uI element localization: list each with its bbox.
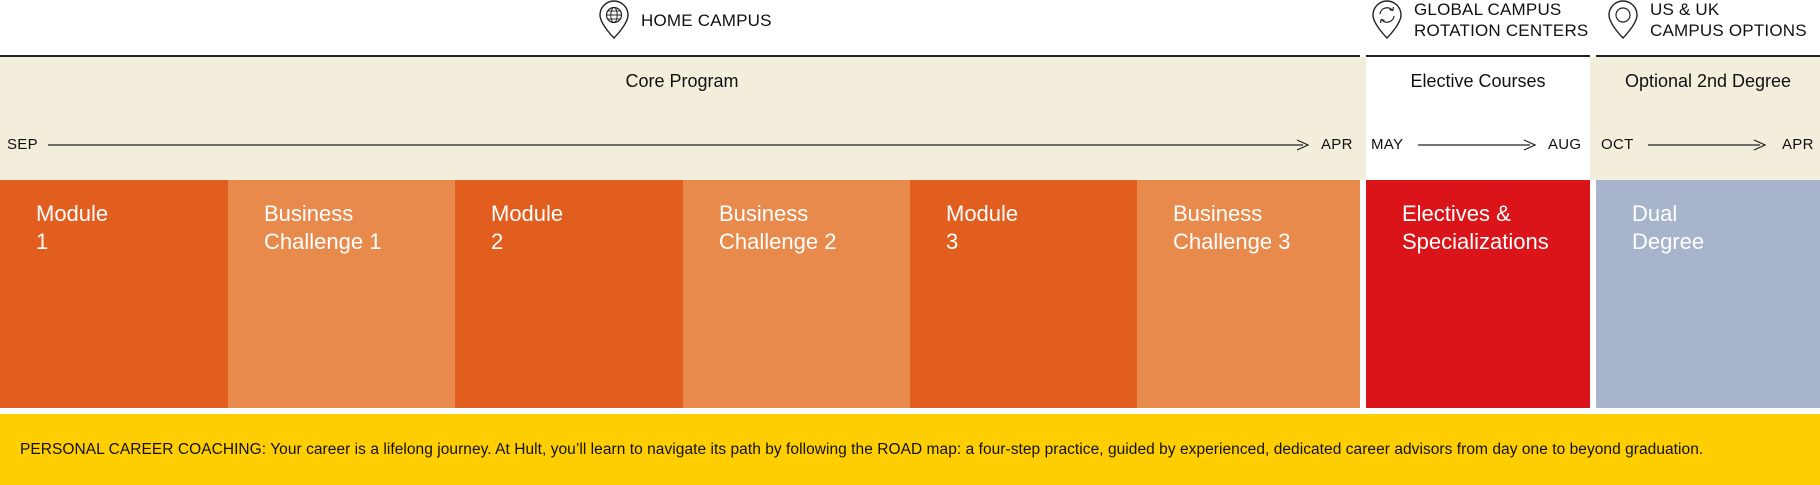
global-campus-text: GLOBAL CAMPUS ROTATION CENTERS: [1414, 0, 1588, 41]
home-campus-label: HOME CAMPUS: [597, 0, 772, 40]
optional-end-month: APR: [1782, 136, 1814, 153]
us-uk-campus-line2: CAMPUS OPTIONS: [1650, 21, 1807, 40]
core-divider-line: [0, 55, 1360, 57]
module-2-block: Module 2: [455, 180, 683, 408]
career-coaching-text: PERSONAL CAREER COACHING: Your career is…: [20, 440, 1704, 458]
core-program-title: Core Program: [625, 71, 739, 91]
global-campus-line1: GLOBAL CAMPUS: [1414, 0, 1562, 19]
optional-degree-band: [1596, 57, 1820, 180]
us-uk-campus-line1: US & UK: [1650, 0, 1720, 19]
business-challenge-1-line1: Business: [264, 201, 354, 226]
core-program-band: [0, 57, 1360, 180]
business-challenge-3-line2: Challenge 3: [1173, 229, 1291, 254]
module-1-line2: 1: [36, 229, 49, 254]
home-campus-line1: HOME CAMPUS: [641, 10, 772, 30]
electives-line1: Electives &: [1402, 201, 1511, 226]
location-pin-icon: [1608, 0, 1638, 39]
module-1-line1: Module: [36, 201, 109, 226]
us-uk-campus-text: US & UK CAMPUS OPTIONS: [1650, 0, 1807, 41]
module-3-line2: 3: [946, 229, 959, 254]
elective-courses-title: Elective Courses: [1410, 71, 1546, 91]
optional-divider-line: [1596, 55, 1820, 57]
business-challenge-3-line1: Business: [1173, 201, 1263, 226]
core-end-month: APR: [1321, 136, 1353, 153]
module-2-line2: 2: [491, 229, 504, 254]
business-challenge-1-line2: Challenge 1: [264, 229, 382, 254]
optional-degree-title: Optional 2nd Degree: [1624, 71, 1792, 91]
business-challenge-3-block: Business Challenge 3: [1137, 180, 1360, 408]
elective-timeline-arrow: [1418, 139, 1536, 151]
elective-courses-panel: [1366, 57, 1590, 180]
home-campus-text: HOME CAMPUS: [641, 10, 772, 31]
core-start-month: SEP: [7, 136, 38, 153]
electives-specializations-block: Electives & Specializations: [1366, 180, 1590, 408]
business-challenge-1-block: Business Challenge 1: [228, 180, 455, 408]
optional-timeline-arrow: [1648, 139, 1766, 151]
module-1-block: Module 1: [0, 180, 228, 408]
global-campus-line2: ROTATION CENTERS: [1414, 21, 1589, 40]
dual-degree-line2: Degree: [1632, 229, 1705, 254]
dual-degree-line1: Dual: [1632, 201, 1678, 226]
us-uk-campus-label: US & UK CAMPUS OPTIONS: [1606, 0, 1807, 40]
rotation-pin-icon: [1372, 0, 1402, 39]
module-3-line1: Module: [946, 201, 1019, 226]
globe-pin-icon: [599, 0, 629, 39]
global-campus-label: GLOBAL CAMPUS ROTATION CENTERS: [1370, 0, 1588, 40]
career-coaching-banner: PERSONAL CAREER COACHING: Your career is…: [0, 414, 1820, 485]
module-3-block: Module 3: [910, 180, 1137, 408]
business-challenge-2-line1: Business: [719, 201, 809, 226]
optional-start-month: OCT: [1601, 136, 1634, 153]
dual-degree-block: Dual Degree: [1596, 180, 1820, 408]
electives-line2: Specializations: [1402, 229, 1549, 254]
elective-divider-line: [1366, 55, 1590, 57]
core-timeline-arrow: [48, 139, 1310, 151]
elective-end-month: AUG: [1548, 136, 1582, 153]
business-challenge-2-line2: Challenge 2: [719, 229, 837, 254]
module-2-line1: Module: [491, 201, 564, 226]
business-challenge-2-block: Business Challenge 2: [683, 180, 910, 408]
elective-start-month: MAY: [1371, 136, 1404, 153]
